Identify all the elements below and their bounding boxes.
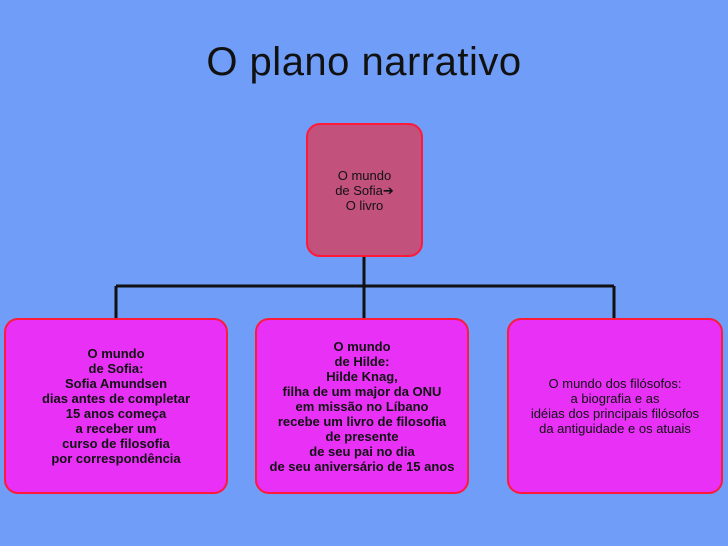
diagram-title: O plano narrativo xyxy=(206,40,522,84)
root-node-text: O mundo de Sofia➔ O livro xyxy=(335,167,394,213)
child-node-sofia-text: O mundo de Sofia: Sofia Amundsen dias an… xyxy=(41,346,191,466)
child-node-sofia: O mundo de Sofia: Sofia Amundsen dias an… xyxy=(4,318,228,494)
root-node: O mundo de Sofia➔ O livro xyxy=(306,123,423,257)
child-node-hilde: O mundo de Hilde: Hilde Knag, filha de u… xyxy=(255,318,469,494)
child-node-hilde-text: O mundo de Hilde: Hilde Knag, filha de u… xyxy=(269,338,455,474)
child-node-filosofos-text: O mundo dos filósofos: a biografia e as … xyxy=(530,376,700,436)
child-node-filosofos: O mundo dos filósofos: a biografia e as … xyxy=(507,318,723,494)
